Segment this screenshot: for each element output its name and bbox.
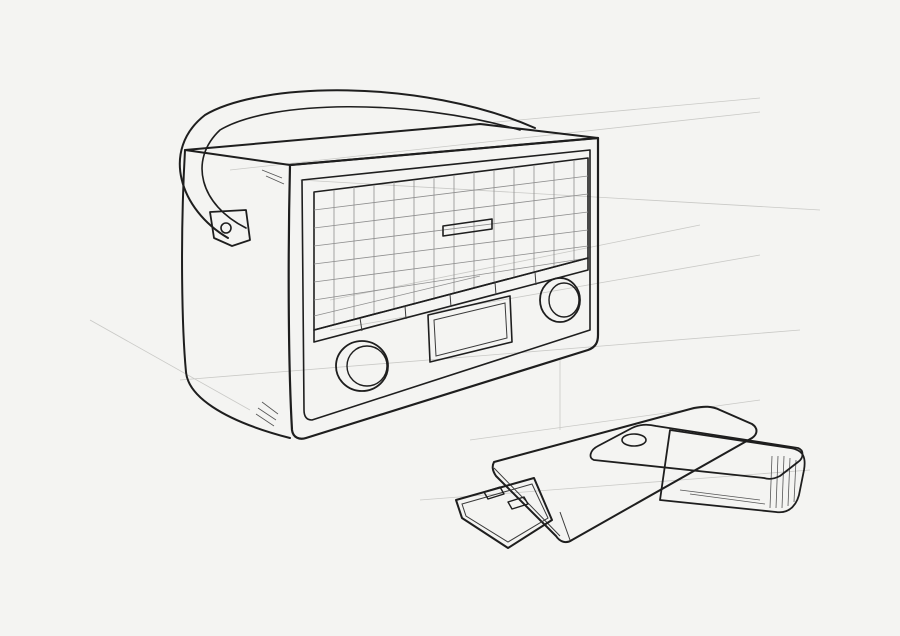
usb-body bbox=[491, 405, 758, 544]
radio-front-bezel bbox=[301, 149, 591, 421]
radio-divider-band bbox=[313, 257, 589, 343]
radio-handle-outer bbox=[178, 89, 536, 239]
usb-keyring-hole bbox=[621, 433, 647, 447]
usb-cover-shell bbox=[659, 429, 806, 514]
usb-connector-inner bbox=[461, 483, 549, 543]
radio-display-window bbox=[427, 295, 513, 363]
usb-cover-hatching bbox=[679, 455, 797, 509]
radio-band-segments bbox=[359, 271, 537, 332]
radio-side-face bbox=[181, 149, 291, 439]
usb-connector bbox=[455, 477, 553, 549]
radio-side-hatching bbox=[255, 169, 285, 427]
radio-knob-left-face bbox=[346, 345, 388, 387]
usb-flash-drive bbox=[455, 405, 806, 549]
usb-connector-hole-right bbox=[507, 496, 529, 510]
radio-display-inner bbox=[433, 302, 508, 357]
perspective-guides bbox=[89, 97, 821, 501]
radio-knob-left bbox=[335, 340, 389, 392]
radio-handle-tab bbox=[209, 209, 251, 247]
radio-handle-rivet bbox=[220, 222, 232, 234]
radio-knob-right bbox=[539, 277, 581, 323]
radio-tuning-bar bbox=[442, 218, 493, 237]
radio-handle-inner bbox=[201, 105, 521, 229]
usb-body-front-edge bbox=[559, 511, 571, 541]
radio-knob-right-face bbox=[548, 282, 580, 318]
radio bbox=[178, 89, 600, 440]
usb-connector-hole-left bbox=[483, 486, 505, 500]
usb-cover-plate bbox=[589, 423, 804, 480]
radio-front-face bbox=[287, 136, 600, 440]
